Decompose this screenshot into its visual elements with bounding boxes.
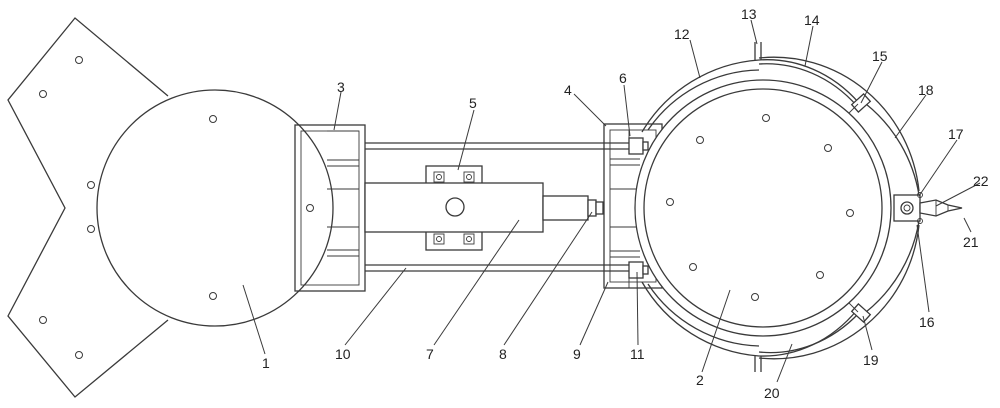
label-8: 8 — [499, 346, 507, 362]
label-22: 22 — [973, 173, 989, 189]
label-12: 12 — [674, 26, 690, 42]
label-11: 11 — [630, 346, 645, 362]
label-14: 14 — [804, 12, 820, 28]
label-21: 21 — [963, 234, 979, 250]
label-18: 18 — [918, 82, 934, 98]
label-3: 3 — [337, 79, 345, 95]
label-13: 13 — [741, 6, 757, 22]
part-6-hinge-block — [629, 130, 648, 154]
part-2-rotary-disk — [635, 80, 891, 336]
part-16-latch-block — [894, 193, 923, 224]
part-8-piston-rod — [543, 196, 603, 220]
part-1-base-plate — [8, 18, 333, 397]
label-10: 10 — [335, 346, 351, 362]
label-20: 20 — [764, 385, 780, 401]
label-2: 2 — [696, 372, 704, 388]
label-1: 1 — [262, 355, 270, 371]
label-16: 16 — [919, 314, 935, 330]
label-9: 9 — [573, 346, 581, 362]
label-15: 15 — [872, 48, 888, 64]
label-6: 6 — [619, 70, 627, 86]
label-4: 4 — [564, 82, 572, 98]
part-11-hinge-block — [629, 262, 648, 288]
part-15-strap-clip — [849, 94, 870, 113]
label-5: 5 — [469, 95, 477, 111]
label-17: 17 — [948, 126, 964, 142]
label-7: 7 — [426, 346, 434, 362]
label-19: 19 — [863, 352, 879, 368]
part-21-tension-screw — [920, 200, 962, 216]
